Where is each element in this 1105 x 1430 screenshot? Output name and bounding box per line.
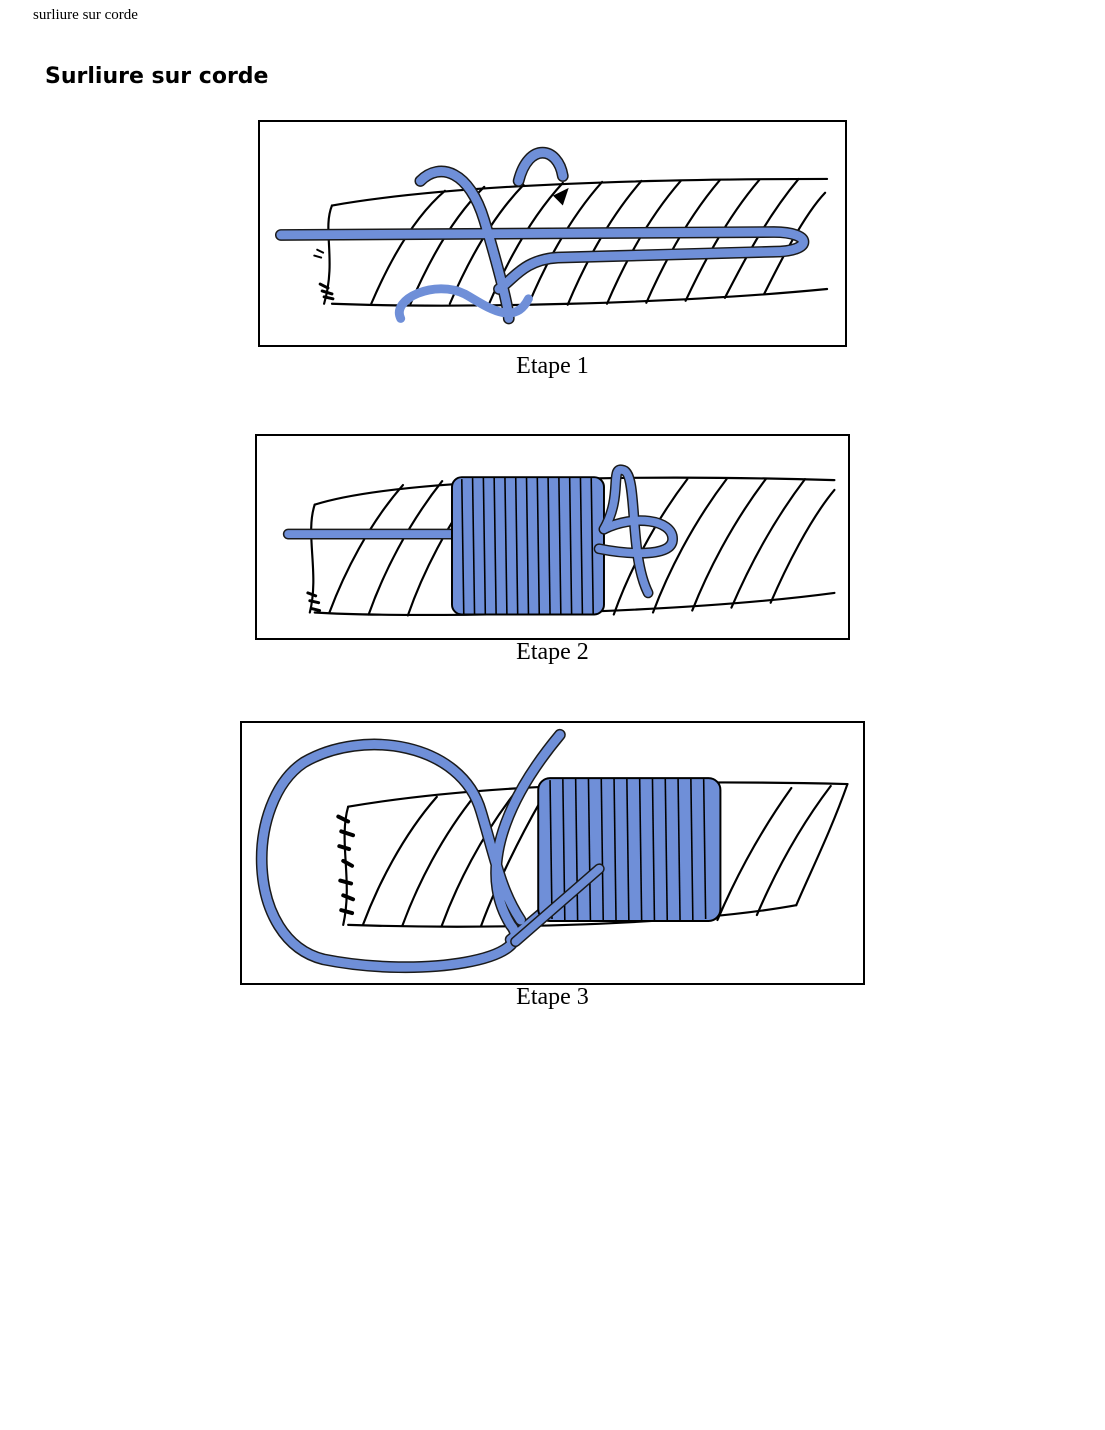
step-3-figure: [240, 721, 865, 985]
step-1-caption: Etape 1: [516, 353, 589, 379]
step-2-illustration: [282, 464, 836, 617]
step-2-figure: [255, 434, 850, 640]
step-2-caption: Etape 2: [516, 639, 589, 665]
step-1-figure: [258, 120, 847, 347]
step-3-illustration: [255, 728, 849, 974]
page-header: surliure sur corde: [33, 7, 138, 23]
step-3-caption: Etape 3: [516, 984, 589, 1010]
step-1-illustration: [274, 147, 829, 325]
page-title: Surliure sur corde: [45, 64, 269, 89]
